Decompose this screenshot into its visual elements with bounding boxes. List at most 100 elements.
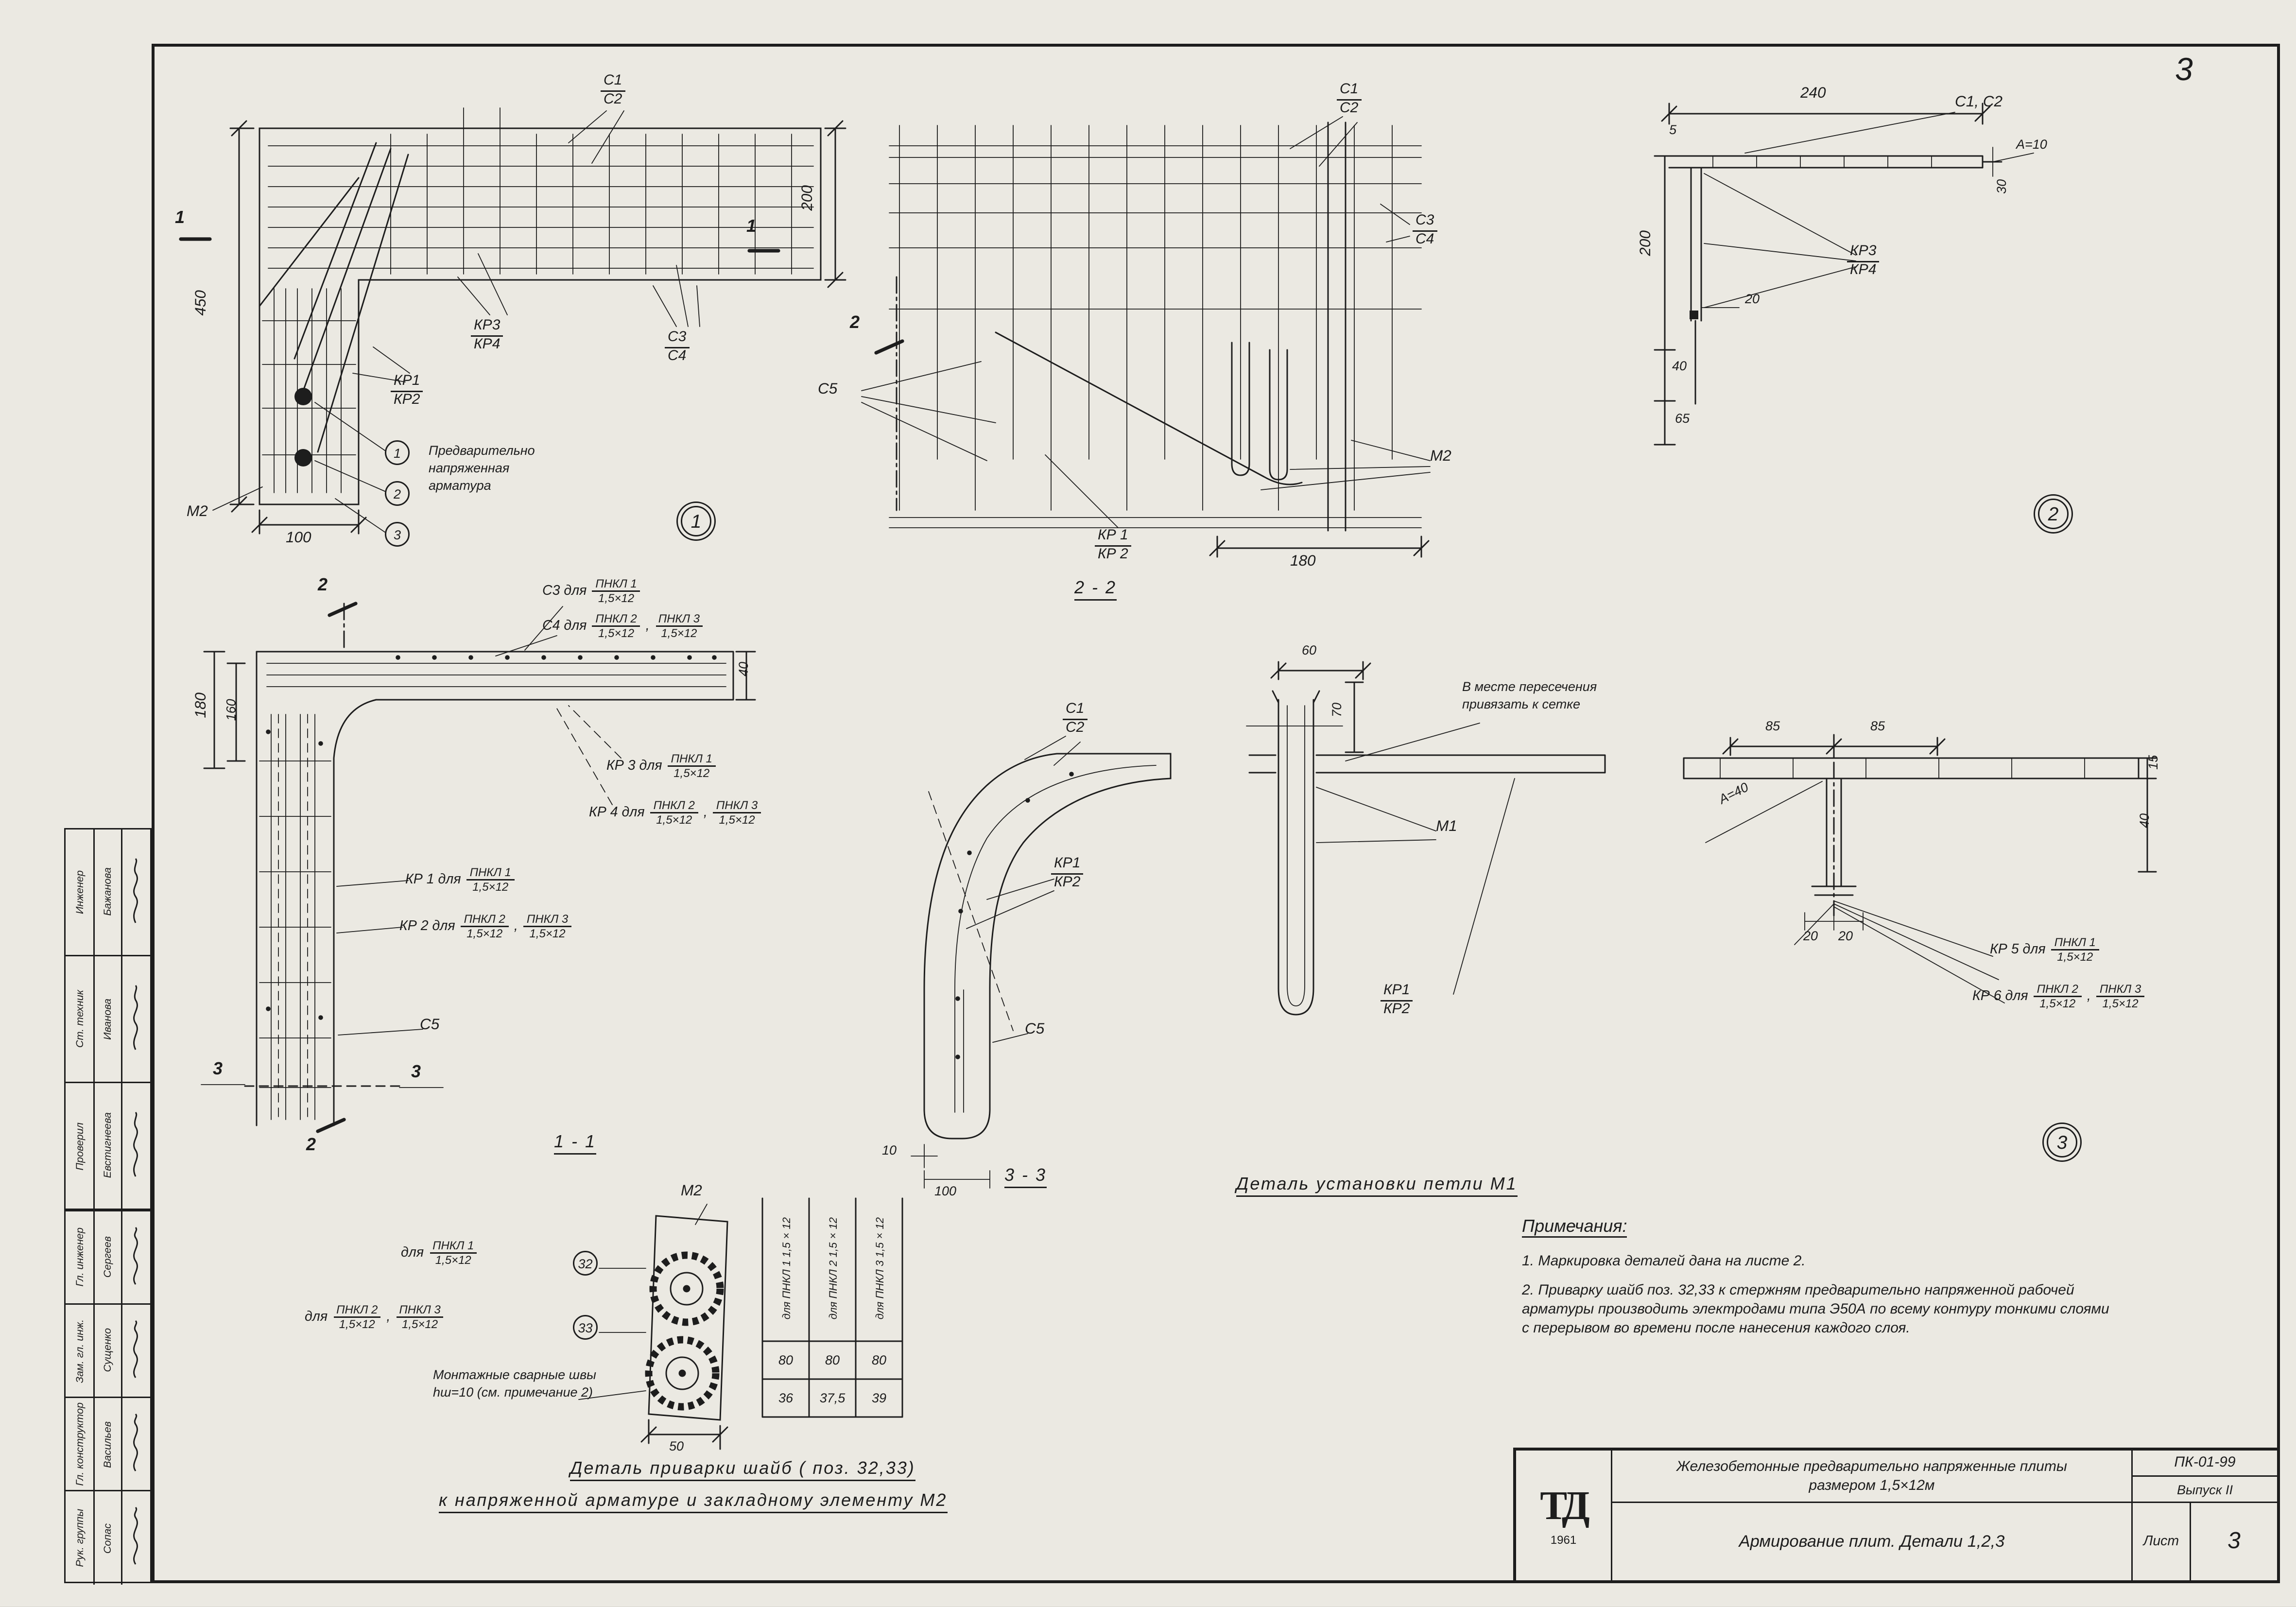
notes-block: Примечания: 1. Маркировка деталей дана н…	[1502, 1214, 2143, 1462]
figure-1-plan: 1 1 450 100 200 С1 С2 КР3 КР4 С3 С4 КР1 …	[172, 73, 857, 569]
fig22-label-c1-c2: С1 С2	[1337, 82, 1362, 117]
stamp-role-cell: Инженер	[66, 829, 95, 955]
fig1-label-m2: М2	[187, 503, 208, 520]
stamp-name-cell: Иванова	[93, 956, 122, 1082]
washer-table-header-1: для ПНКЛ 1 1,5×12	[780, 1217, 793, 1320]
fig22-label-kr1-kr2: КР 1 КР 2	[1095, 528, 1131, 563]
fig1-dim-450: 450	[192, 290, 210, 316]
fig3-dim-20-left: 20	[1803, 929, 1818, 943]
stamp-signature-cell	[121, 1211, 150, 1303]
figure-3-3-section: С1 С2 КР1 КР2 С5 10 100 3 - 3	[853, 678, 1188, 1203]
fig11-dim-180: 180	[192, 692, 210, 718]
stamp-row: Проверил Евстигнеева	[66, 1083, 150, 1211]
m1-loop-line-art	[1246, 661, 1606, 1016]
fig2-label-c1c2: С1, С2	[1955, 93, 2003, 111]
figure-3-line-art	[1683, 734, 2157, 1003]
fig1-callout-2: 2	[385, 481, 410, 506]
washer-table-header-3: для ПНКЛ 3 1,5×12	[873, 1217, 886, 1320]
fig2-dim-20: 20	[1745, 292, 1760, 306]
sheet-frame	[152, 44, 2280, 1583]
fig1-label-c3-c4: С3 С4	[665, 329, 690, 364]
washer-callout-33: 33	[573, 1315, 598, 1340]
fig22-label-c5: С5	[818, 380, 838, 398]
figure-2-2-line-art	[861, 116, 1431, 558]
fig22-label-m2: М2	[1430, 448, 1451, 465]
washer-table-cell: 80	[778, 1353, 793, 1367]
note-2: 2. Приварку шайб поз. 32,33 к стержням п…	[1522, 1283, 2109, 1338]
washer-table-cell: 39	[871, 1391, 886, 1405]
fig33-dim-10: 10	[882, 1143, 897, 1158]
stamp-name-cell: Бажанова	[93, 829, 122, 955]
stamp-signature-cell	[121, 1305, 150, 1397]
stamp-name-cell: Васильев	[93, 1398, 122, 1490]
stamp-row: Инженер Бажанова	[66, 829, 150, 956]
stamp-name-cell: Сергеев	[93, 1211, 122, 1303]
figure-2-line-art	[1654, 103, 2034, 446]
fig1-callout-1: 1	[385, 440, 410, 465]
title-block-subtitle: Армирование плит. Детали 1,2,3	[1739, 1533, 2005, 1551]
stamp-signature-cell	[121, 956, 150, 1082]
stamp-role-cell: Гл. инженер	[66, 1211, 95, 1303]
fig1-label-c1-c2: С1 С2	[601, 73, 625, 108]
stamp-role-cell: Ст. техник	[66, 956, 95, 1082]
signature-squiggle	[133, 858, 138, 923]
fig1-dim-100: 100	[286, 529, 311, 547]
washer-table-cell: 80	[825, 1353, 840, 1367]
signature-squiggle	[133, 1319, 138, 1378]
fig3-dim-40: 40	[2137, 813, 2152, 828]
stamp-role-cell: Рук. группы	[66, 1491, 95, 1585]
fig11-caption: 1 - 1	[554, 1131, 597, 1155]
fig3-dim-85-left: 85	[1765, 719, 1780, 733]
washer-table-cell: 36	[778, 1391, 793, 1405]
org-logo-year: 1961	[1550, 1534, 1577, 1547]
title-block-sheet-label: Лист	[2131, 1503, 2190, 1580]
m1-label-kr1-kr2: КР1 КР2	[1381, 983, 1413, 1018]
fig3-dim-85-right: 85	[1870, 719, 1885, 733]
m1-detail-caption: Деталь установки петли М1	[1236, 1174, 1518, 1197]
m1-dim-70: 70	[1329, 702, 1345, 717]
washer-line-art	[578, 1197, 903, 1450]
m1-label-m1: М1	[1436, 818, 1457, 835]
fig1-section-marker-right: 1	[746, 216, 757, 236]
stamp-name-cell: Сопас	[93, 1491, 122, 1585]
washer-table-header-2: для ПНКЛ 2 1,5×12	[827, 1217, 840, 1320]
signature-squiggle	[133, 985, 138, 1050]
notes-heading: Примечания:	[1522, 1216, 1627, 1238]
fig11-label-c5: С5	[420, 1016, 440, 1034]
fig11-marker-3-left: 3	[213, 1058, 223, 1079]
stamp-row: Ст. техник Иванова	[66, 956, 150, 1083]
washer-caption-line2: к напряженной арматуре и закладному элем…	[439, 1490, 948, 1513]
fig2-dim-30: 30	[1994, 179, 2009, 194]
fig1-callout-3: 3	[385, 522, 410, 547]
fig1-label-kr1-kr2: КР1 КР2	[391, 373, 423, 408]
washer-table-cell: 37,5	[819, 1391, 846, 1405]
fig11-marker-2-top: 2	[318, 574, 328, 595]
fig22-section-marker: 2	[850, 312, 860, 332]
fig2-dim-240: 240	[1800, 85, 1826, 102]
m1-tie-note: В месте пересечения привязать к сетке	[1462, 679, 1597, 711]
figure-3-3-line-art	[911, 736, 1172, 1189]
signature-squiggle	[133, 1111, 138, 1177]
fig2-detail-bubble: 2	[2034, 494, 2073, 534]
figure-1-1-line-art	[201, 602, 756, 1133]
fig11-marker-2-bottom: 2	[306, 1134, 316, 1155]
fig22-dim-180: 180	[1290, 553, 1316, 570]
stamp-signature-cell	[121, 1491, 150, 1585]
fig33-dim-100: 100	[934, 1184, 957, 1198]
